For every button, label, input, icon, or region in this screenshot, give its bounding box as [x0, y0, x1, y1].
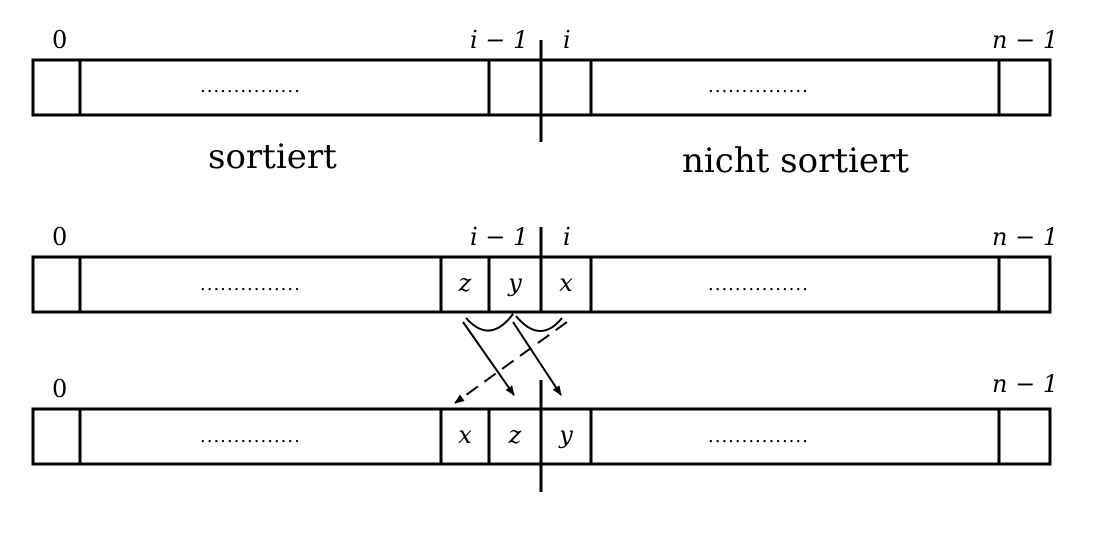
arc-y-to-x — [515, 315, 563, 332]
dots-left: ............... — [200, 426, 301, 447]
arrow-x-down — [454, 321, 568, 404]
arc-z-to-y — [465, 313, 514, 332]
dots-left: ............... — [200, 76, 301, 97]
unsorted-label: nicht sortiert — [682, 141, 909, 181]
dots-right: ............... — [708, 274, 809, 295]
index-last-label: n − 1 — [992, 370, 1058, 398]
array-row-3 — [31, 380, 1052, 492]
cell-value: z — [508, 421, 522, 449]
index-cur-label: i — [563, 26, 571, 54]
index-prev-label: i − 1 — [470, 26, 528, 54]
index-prev-label: i − 1 — [470, 223, 528, 251]
index-last-label: n − 1 — [992, 26, 1058, 54]
array-row-2 — [31, 227, 1052, 314]
index-cur-label: i — [563, 223, 571, 251]
arrow-z-down — [462, 321, 515, 396]
index-0-label: 0 — [52, 26, 67, 54]
index-0-label: 0 — [52, 375, 67, 403]
dots-right: ............... — [708, 426, 809, 447]
cell-value: y — [558, 421, 573, 449]
cell-value: z — [458, 269, 472, 297]
cell-value: x — [458, 421, 472, 449]
swap-arrows — [454, 313, 568, 404]
index-last-label: n − 1 — [992, 223, 1058, 251]
index-0-label: 0 — [52, 223, 67, 251]
sorted-label: sortiert — [208, 137, 337, 177]
cell-value: y — [507, 269, 522, 297]
cell-value: x — [559, 269, 573, 297]
arrow-y-down — [512, 321, 562, 396]
array-row-1 — [31, 40, 1052, 142]
dots-right: ............... — [708, 76, 809, 97]
dots-left: ............... — [200, 274, 301, 295]
